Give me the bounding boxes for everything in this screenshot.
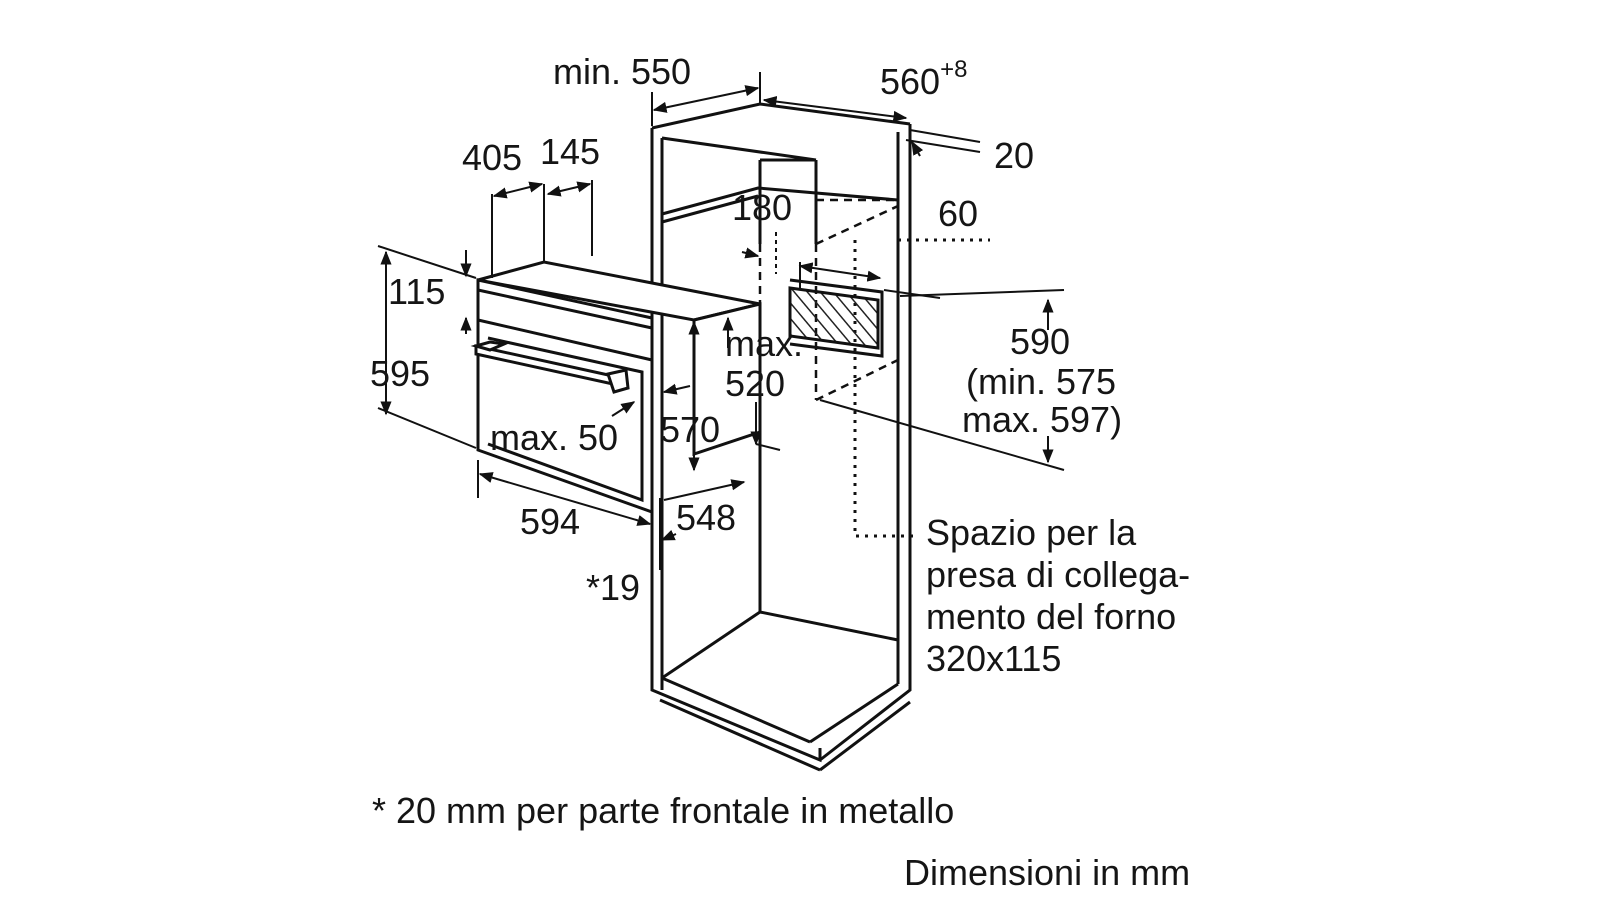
dim-595: 595 xyxy=(370,353,431,394)
units-caption: Dimensioni in mm xyxy=(904,852,1191,893)
dim-19: *19 xyxy=(586,567,641,608)
dim-max-label: max. xyxy=(725,323,804,364)
dim-570: 570 xyxy=(660,409,721,450)
socket-note-line4: 320x115 xyxy=(926,638,1062,679)
socket-note: Spazio per la presa di collega- mento de… xyxy=(926,512,1190,680)
dim-180: 180 xyxy=(732,187,793,228)
rear-opening xyxy=(788,278,884,358)
dim-560-tolerance: +8 xyxy=(940,56,968,83)
footnote: * 20 mm per parte frontale in metallo xyxy=(372,790,955,831)
dim-560-value: 560 xyxy=(880,61,941,102)
socket-note-line3: mento del forno xyxy=(926,596,1177,637)
dim-115: 115 xyxy=(388,271,446,312)
socket-note-line2: presa di collega- xyxy=(926,554,1191,595)
dim-max-597: max. 597) xyxy=(962,399,1123,440)
dim-520: 520 xyxy=(725,363,786,404)
dim-min-550: min. 550 xyxy=(553,51,692,92)
dim-560: 560+8 xyxy=(880,58,967,102)
dim-405: 405 xyxy=(462,137,523,178)
socket-note-line1: Spazio per la xyxy=(926,512,1137,553)
oven-handle xyxy=(470,340,630,394)
oven xyxy=(476,260,762,515)
dim-20: 20 xyxy=(994,135,1035,176)
dim-max-50: max. 50 xyxy=(490,417,619,458)
dim-145: 145 xyxy=(540,131,601,172)
dim-min-575: (min. 575 xyxy=(966,361,1117,402)
dim-548: 548 xyxy=(676,497,737,538)
dim-594: 594 xyxy=(520,501,581,542)
dim-60: 60 xyxy=(938,193,979,234)
dim-590: 590 xyxy=(1010,321,1071,362)
